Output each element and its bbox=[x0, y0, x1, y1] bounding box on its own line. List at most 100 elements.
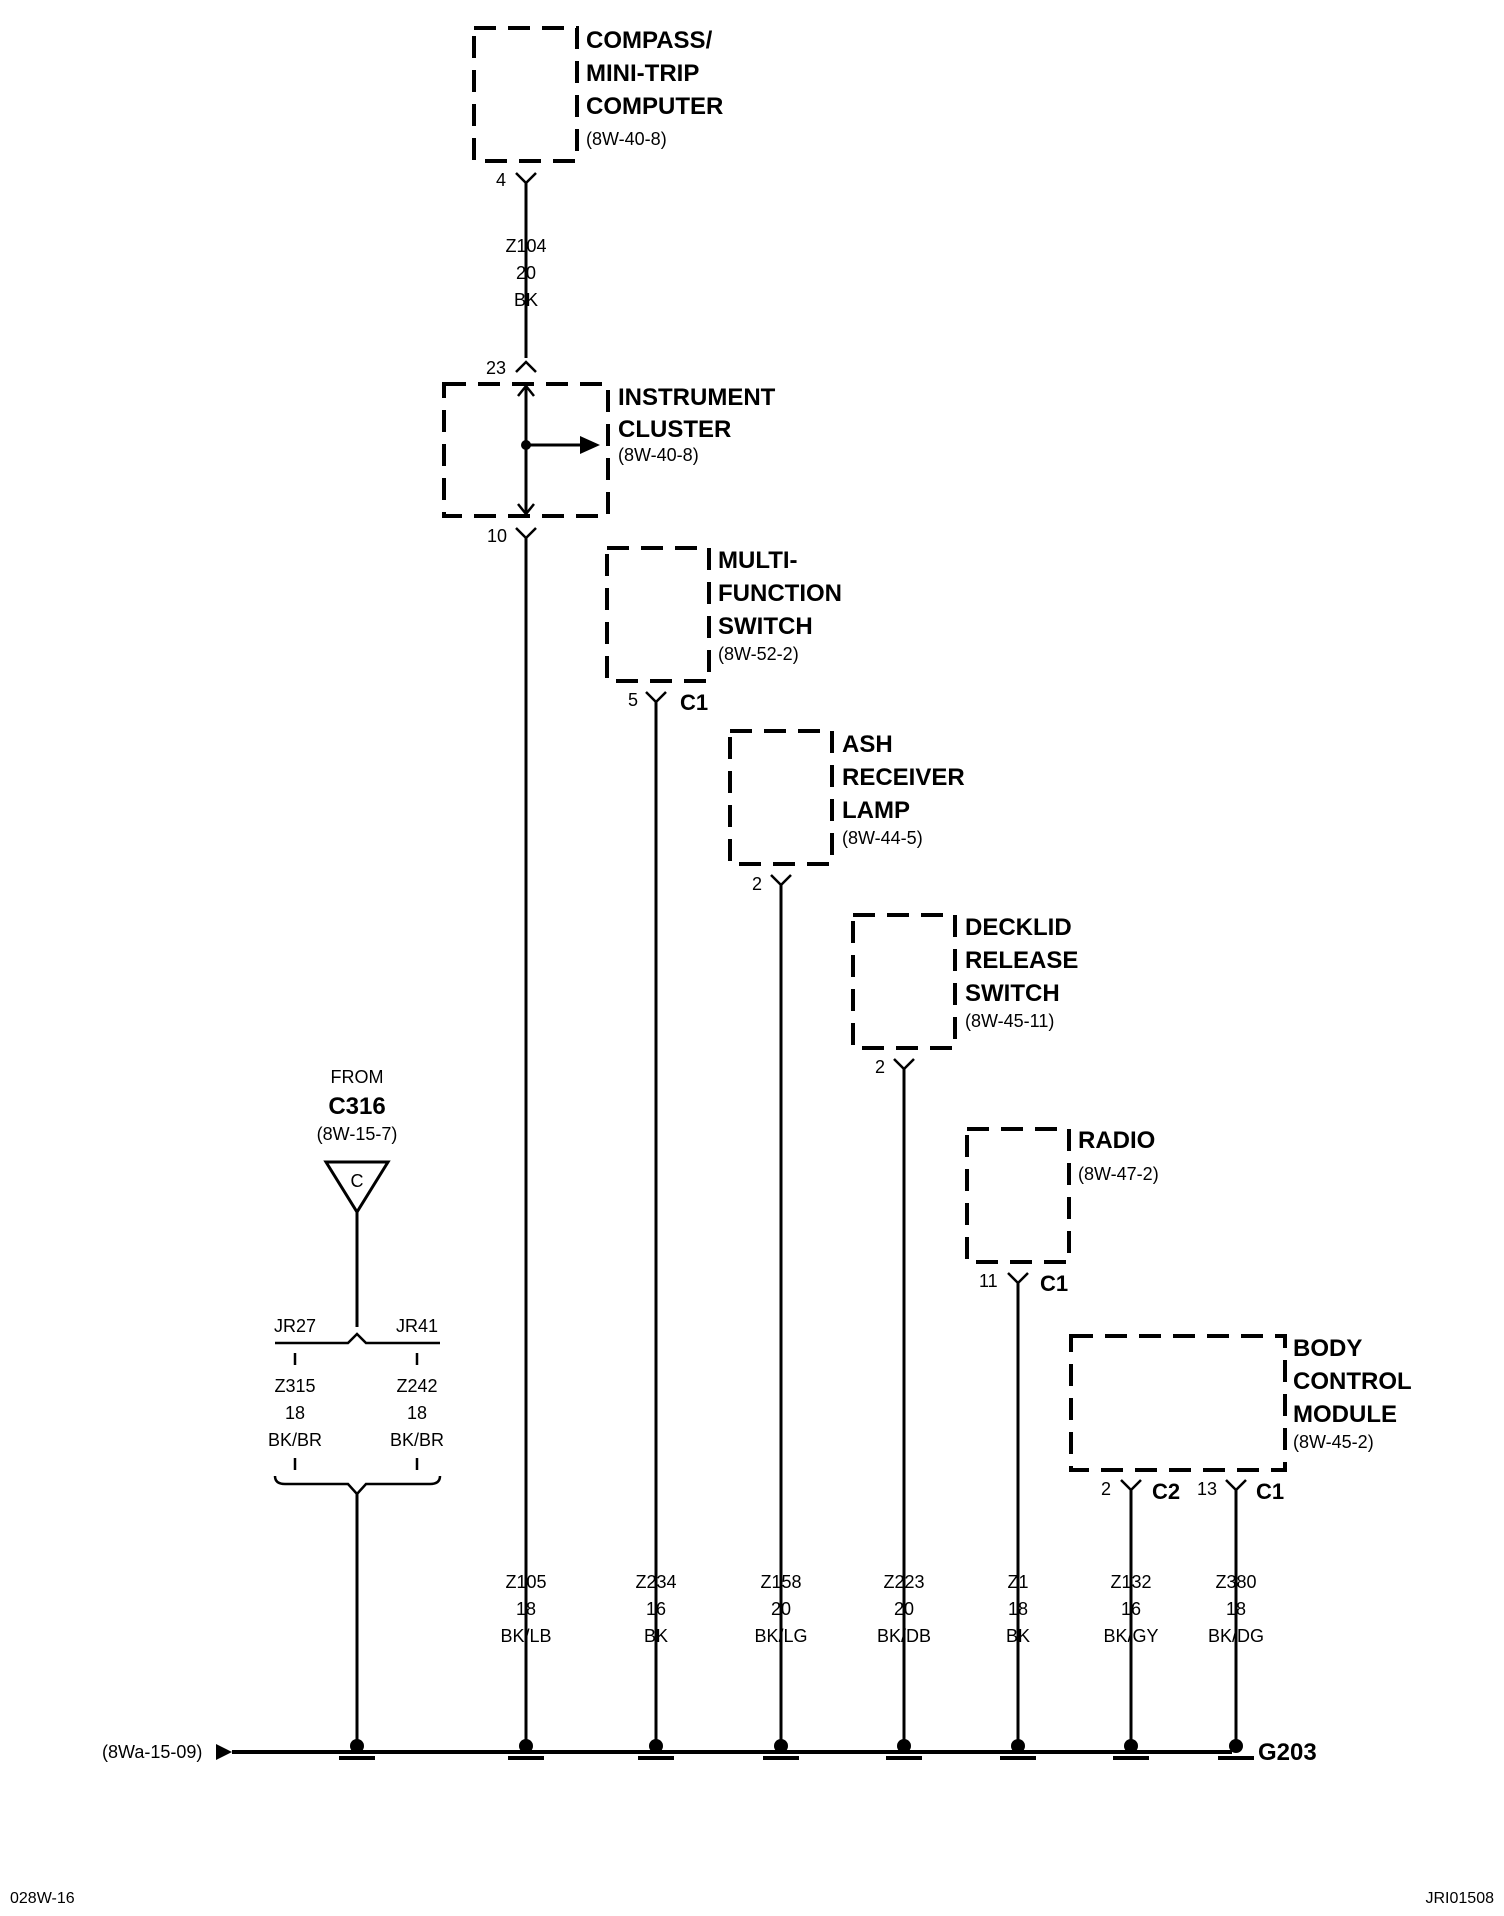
svg-text:BK/DG: BK/DG bbox=[1208, 1626, 1264, 1646]
wire-label-z1: Z1 18 BK bbox=[1006, 1572, 1030, 1646]
wire-label-z242: Z242 18 BK/BR bbox=[390, 1376, 444, 1450]
bcm-pin-b-connector bbox=[1225, 1479, 1247, 1492]
inline-connector-symbol bbox=[323, 1160, 391, 1215]
svg-text:Z104: Z104 bbox=[505, 236, 546, 256]
compass-pin: 4 bbox=[496, 170, 506, 190]
ground-terminal-z105 bbox=[508, 1739, 544, 1760]
svg-text:BK/BR: BK/BR bbox=[390, 1430, 444, 1450]
cluster-title-2: CLUSTER bbox=[618, 416, 731, 443]
ground-terminal-splice bbox=[339, 1739, 375, 1760]
ground-terminal-z380 bbox=[1218, 1739, 1254, 1760]
svg-text:18: 18 bbox=[1226, 1599, 1246, 1619]
wire-label-z315: Z315 18 BK/BR bbox=[268, 1376, 322, 1450]
svg-text:20: 20 bbox=[516, 263, 536, 283]
svg-text:18: 18 bbox=[516, 1599, 536, 1619]
cluster-ref: (8W-40-8) bbox=[618, 445, 699, 465]
compass-ref: (8W-40-8) bbox=[586, 129, 667, 149]
ash-pin-connector bbox=[770, 874, 792, 887]
mfs-title-2: FUNCTION bbox=[718, 580, 842, 607]
ground-terminal-z223 bbox=[886, 1739, 922, 1760]
svg-text:18: 18 bbox=[1008, 1599, 1028, 1619]
bcm-title-1: BODY bbox=[1293, 1335, 1362, 1362]
lower-splice-brace bbox=[273, 1475, 442, 1496]
svg-text:20: 20 bbox=[771, 1599, 791, 1619]
wire-label-z158: Z158 20 BK/LG bbox=[754, 1572, 807, 1646]
cluster-out-connector bbox=[515, 527, 537, 540]
mfs-pin: 5 bbox=[628, 690, 638, 710]
radio-title: RADIO bbox=[1078, 1127, 1155, 1154]
mfs-title-3: SWITCH bbox=[718, 613, 813, 640]
bus-ref: (8Wa-15-09) bbox=[102, 1742, 202, 1762]
svg-text:20: 20 bbox=[894, 1599, 914, 1619]
svg-text:Z132: Z132 bbox=[1110, 1572, 1151, 1592]
svg-text:16: 16 bbox=[1121, 1599, 1141, 1619]
svg-text:18: 18 bbox=[407, 1403, 427, 1423]
ash-title-1: ASH bbox=[842, 731, 893, 758]
radio: RADIO (8W-47-2) bbox=[965, 1127, 1159, 1264]
decklid-release-switch: DECKLID RELEASE SWITCH (8W-45-11) bbox=[851, 913, 1078, 1050]
svg-text:Z158: Z158 bbox=[760, 1572, 801, 1592]
compass-title-1: COMPASS/ bbox=[586, 27, 713, 54]
compass-title-2: MINI-TRIP bbox=[586, 60, 699, 87]
decklid-title-1: DECKLID bbox=[965, 914, 1072, 941]
from-c316: FROM C316 (8W-15-7) C bbox=[317, 1067, 398, 1215]
ash-ref: (8W-44-5) bbox=[842, 828, 923, 848]
svg-text:Z234: Z234 bbox=[635, 1572, 676, 1592]
from-ref: (8W-15-7) bbox=[317, 1124, 398, 1144]
svg-text:BK/GY: BK/GY bbox=[1103, 1626, 1158, 1646]
cluster-in-connector bbox=[515, 360, 537, 373]
decklid-title-2: RELEASE bbox=[965, 947, 1078, 974]
radio-ref: (8W-47-2) bbox=[1078, 1164, 1159, 1184]
mfs-connector-id: C1 bbox=[680, 690, 708, 715]
footer-figure-id: JRI01508 bbox=[1426, 1890, 1495, 1907]
footer-page-code: 028W-16 bbox=[10, 1890, 75, 1907]
splice-right-label: JR41 bbox=[396, 1316, 438, 1336]
mfs-pin-connector bbox=[645, 691, 667, 704]
bcm-pin-a: 2 bbox=[1101, 1479, 1111, 1499]
radio-connector-id: C1 bbox=[1040, 1271, 1068, 1296]
svg-text:BK: BK bbox=[1006, 1626, 1030, 1646]
decklid-pin: 2 bbox=[875, 1057, 885, 1077]
splice-left-label: JR27 bbox=[274, 1316, 316, 1336]
decklid-ref: (8W-45-11) bbox=[965, 1011, 1054, 1031]
mfs-title-1: MULTI- bbox=[718, 547, 798, 574]
wire-label-z104: Z104 20 BK bbox=[505, 236, 546, 310]
decklid-title-3: SWITCH bbox=[965, 980, 1060, 1007]
bcm-pin-b: 13 bbox=[1197, 1479, 1217, 1499]
cluster-title-1: INSTRUMENT bbox=[618, 384, 776, 411]
ground-terminal-z132 bbox=[1113, 1739, 1149, 1760]
svg-text:BK/LB: BK/LB bbox=[500, 1626, 551, 1646]
svg-text:Z1: Z1 bbox=[1007, 1572, 1028, 1592]
svg-text:Z223: Z223 bbox=[883, 1572, 924, 1592]
upper-splice-brace bbox=[275, 1332, 440, 1345]
bcm-title-2: CONTROL bbox=[1293, 1368, 1412, 1395]
multi-function-switch: MULTI- FUNCTION SWITCH (8W-52-2) bbox=[605, 546, 842, 683]
from-label: FROM bbox=[331, 1067, 384, 1087]
svg-text:BK/DB: BK/DB bbox=[877, 1626, 931, 1646]
bcm-pin-a-connector-id: C2 bbox=[1152, 1479, 1180, 1504]
ash-title-3: LAMP bbox=[842, 797, 910, 824]
compass-pin-connector bbox=[515, 172, 537, 185]
svg-text:Z380: Z380 bbox=[1215, 1572, 1256, 1592]
from-connector: C316 bbox=[328, 1093, 385, 1120]
cluster-arrow-down bbox=[517, 503, 535, 517]
wire-label-z223: Z223 20 BK/DB bbox=[877, 1572, 931, 1646]
svg-text:BK/LG: BK/LG bbox=[754, 1626, 807, 1646]
bus-arrow bbox=[216, 1744, 232, 1760]
ground-terminal-z234 bbox=[638, 1739, 674, 1760]
wire-label-z380: Z380 18 BK/DG bbox=[1208, 1572, 1264, 1646]
ground-terminal-z158 bbox=[763, 1739, 799, 1760]
ash-receiver-lamp: ASH RECEIVER LAMP (8W-44-5) bbox=[728, 729, 965, 866]
svg-text:BK/BR: BK/BR bbox=[268, 1430, 322, 1450]
bcm-title-3: MODULE bbox=[1293, 1401, 1397, 1428]
cluster-internal-arrow bbox=[580, 436, 600, 454]
body-control-module: BODY CONTROL MODULE (8W-45-2) bbox=[1069, 1334, 1412, 1472]
svg-text:BK: BK bbox=[514, 290, 538, 310]
bcm-pin-a-connector bbox=[1120, 1479, 1142, 1492]
ground-terminal-z1 bbox=[1000, 1739, 1036, 1760]
svg-text:Z105: Z105 bbox=[505, 1572, 546, 1592]
radio-pin: 11 bbox=[979, 1271, 998, 1291]
wire-label-z234: Z234 16 BK bbox=[635, 1572, 676, 1646]
cluster-arrow-up bbox=[517, 383, 535, 397]
